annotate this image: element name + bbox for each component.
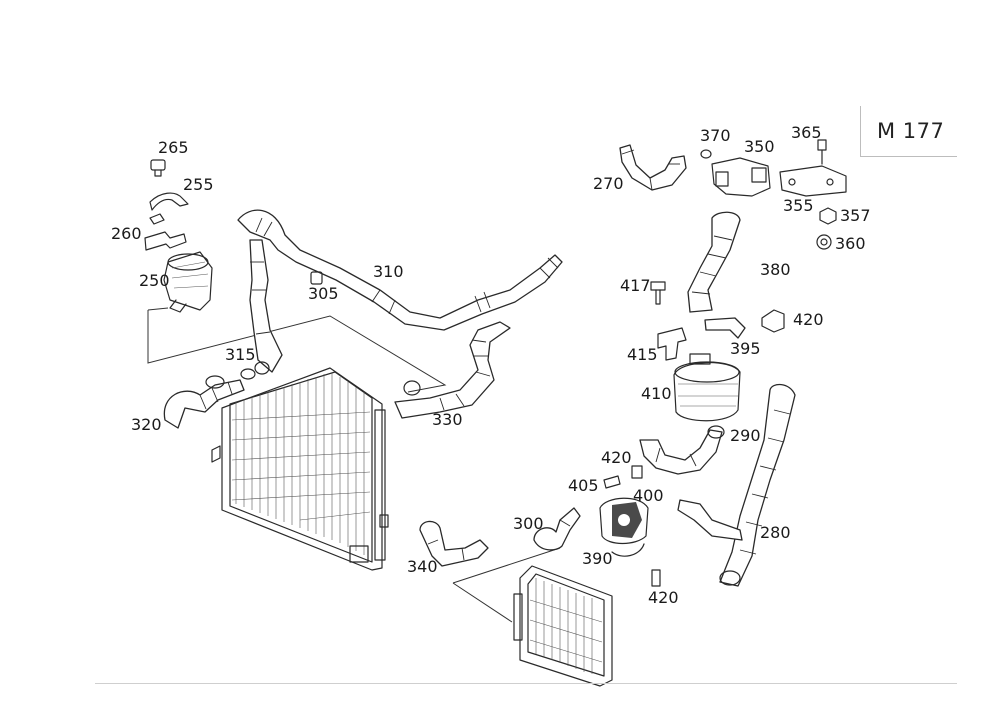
part-360 (816, 234, 832, 250)
callout-365: 365 (791, 123, 822, 142)
callout-370: 370 (700, 126, 731, 145)
callout-417: 417 (620, 276, 651, 295)
callout-265: 265 (158, 138, 189, 157)
hose-330 (394, 321, 511, 419)
callout-420-top: 420 (793, 310, 824, 329)
callout-380: 380 (760, 260, 791, 279)
callout-255: 255 (183, 175, 214, 194)
hose-300 (533, 507, 581, 551)
callout-350: 350 (744, 137, 775, 156)
engine-label-box: M 177 (860, 106, 957, 157)
hose-320 (163, 361, 270, 429)
hose-290 (639, 425, 725, 475)
callout-420-low: 420 (648, 588, 679, 607)
callout-420-mid: 420 (601, 448, 632, 467)
footer-rule (95, 683, 957, 684)
clip-405 (603, 475, 621, 489)
part-260 (144, 213, 187, 251)
pump-400 (599, 497, 649, 545)
callout-415: 415 (627, 345, 658, 364)
callout-320: 320 (131, 415, 162, 434)
callout-357: 357 (840, 206, 871, 225)
callout-305: 305 (308, 284, 339, 303)
callout-330: 330 (432, 410, 463, 429)
callout-260: 260 (111, 224, 142, 243)
callout-360: 360 (835, 234, 866, 253)
pump-410 (673, 353, 741, 422)
callout-400: 400 (633, 486, 664, 505)
engine-label: M 177 (877, 119, 945, 143)
callout-395: 395 (730, 339, 761, 358)
part-420-low (651, 569, 661, 587)
callout-340: 340 (407, 557, 438, 576)
thermostat-350 (700, 149, 771, 197)
leader-lines (147, 307, 561, 623)
bracket-415 (657, 327, 687, 361)
hose-310 (237, 209, 563, 331)
bracket-355 (779, 139, 847, 197)
callout-250: 250 (139, 271, 170, 290)
callout-315: 315 (225, 345, 256, 364)
hose-280 (677, 383, 796, 587)
part-420-mid (631, 465, 643, 479)
bolt-417 (650, 281, 666, 305)
auxiliary-radiator (513, 565, 613, 687)
callout-280: 280 (760, 523, 791, 542)
hose-380 (687, 211, 741, 313)
clip-390 (611, 543, 645, 557)
callout-390: 390 (582, 549, 613, 568)
part-305 (310, 271, 323, 285)
part-357 (819, 207, 837, 225)
callout-310: 310 (373, 262, 404, 281)
hose-315 (249, 239, 283, 373)
hose-340 (419, 520, 489, 567)
callout-405: 405 (568, 476, 599, 495)
part-265 (150, 159, 166, 177)
callout-300: 300 (513, 514, 544, 533)
callout-410: 410 (641, 384, 672, 403)
part-420-top (761, 309, 785, 333)
part-255 (149, 192, 189, 211)
hose-270 (619, 144, 687, 191)
main-radiator (211, 367, 389, 571)
callout-290: 290 (730, 426, 761, 445)
pump-250 (163, 251, 213, 313)
callout-270: 270 (593, 174, 624, 193)
callout-355: 355 (783, 196, 814, 215)
hose-395 (704, 317, 746, 339)
